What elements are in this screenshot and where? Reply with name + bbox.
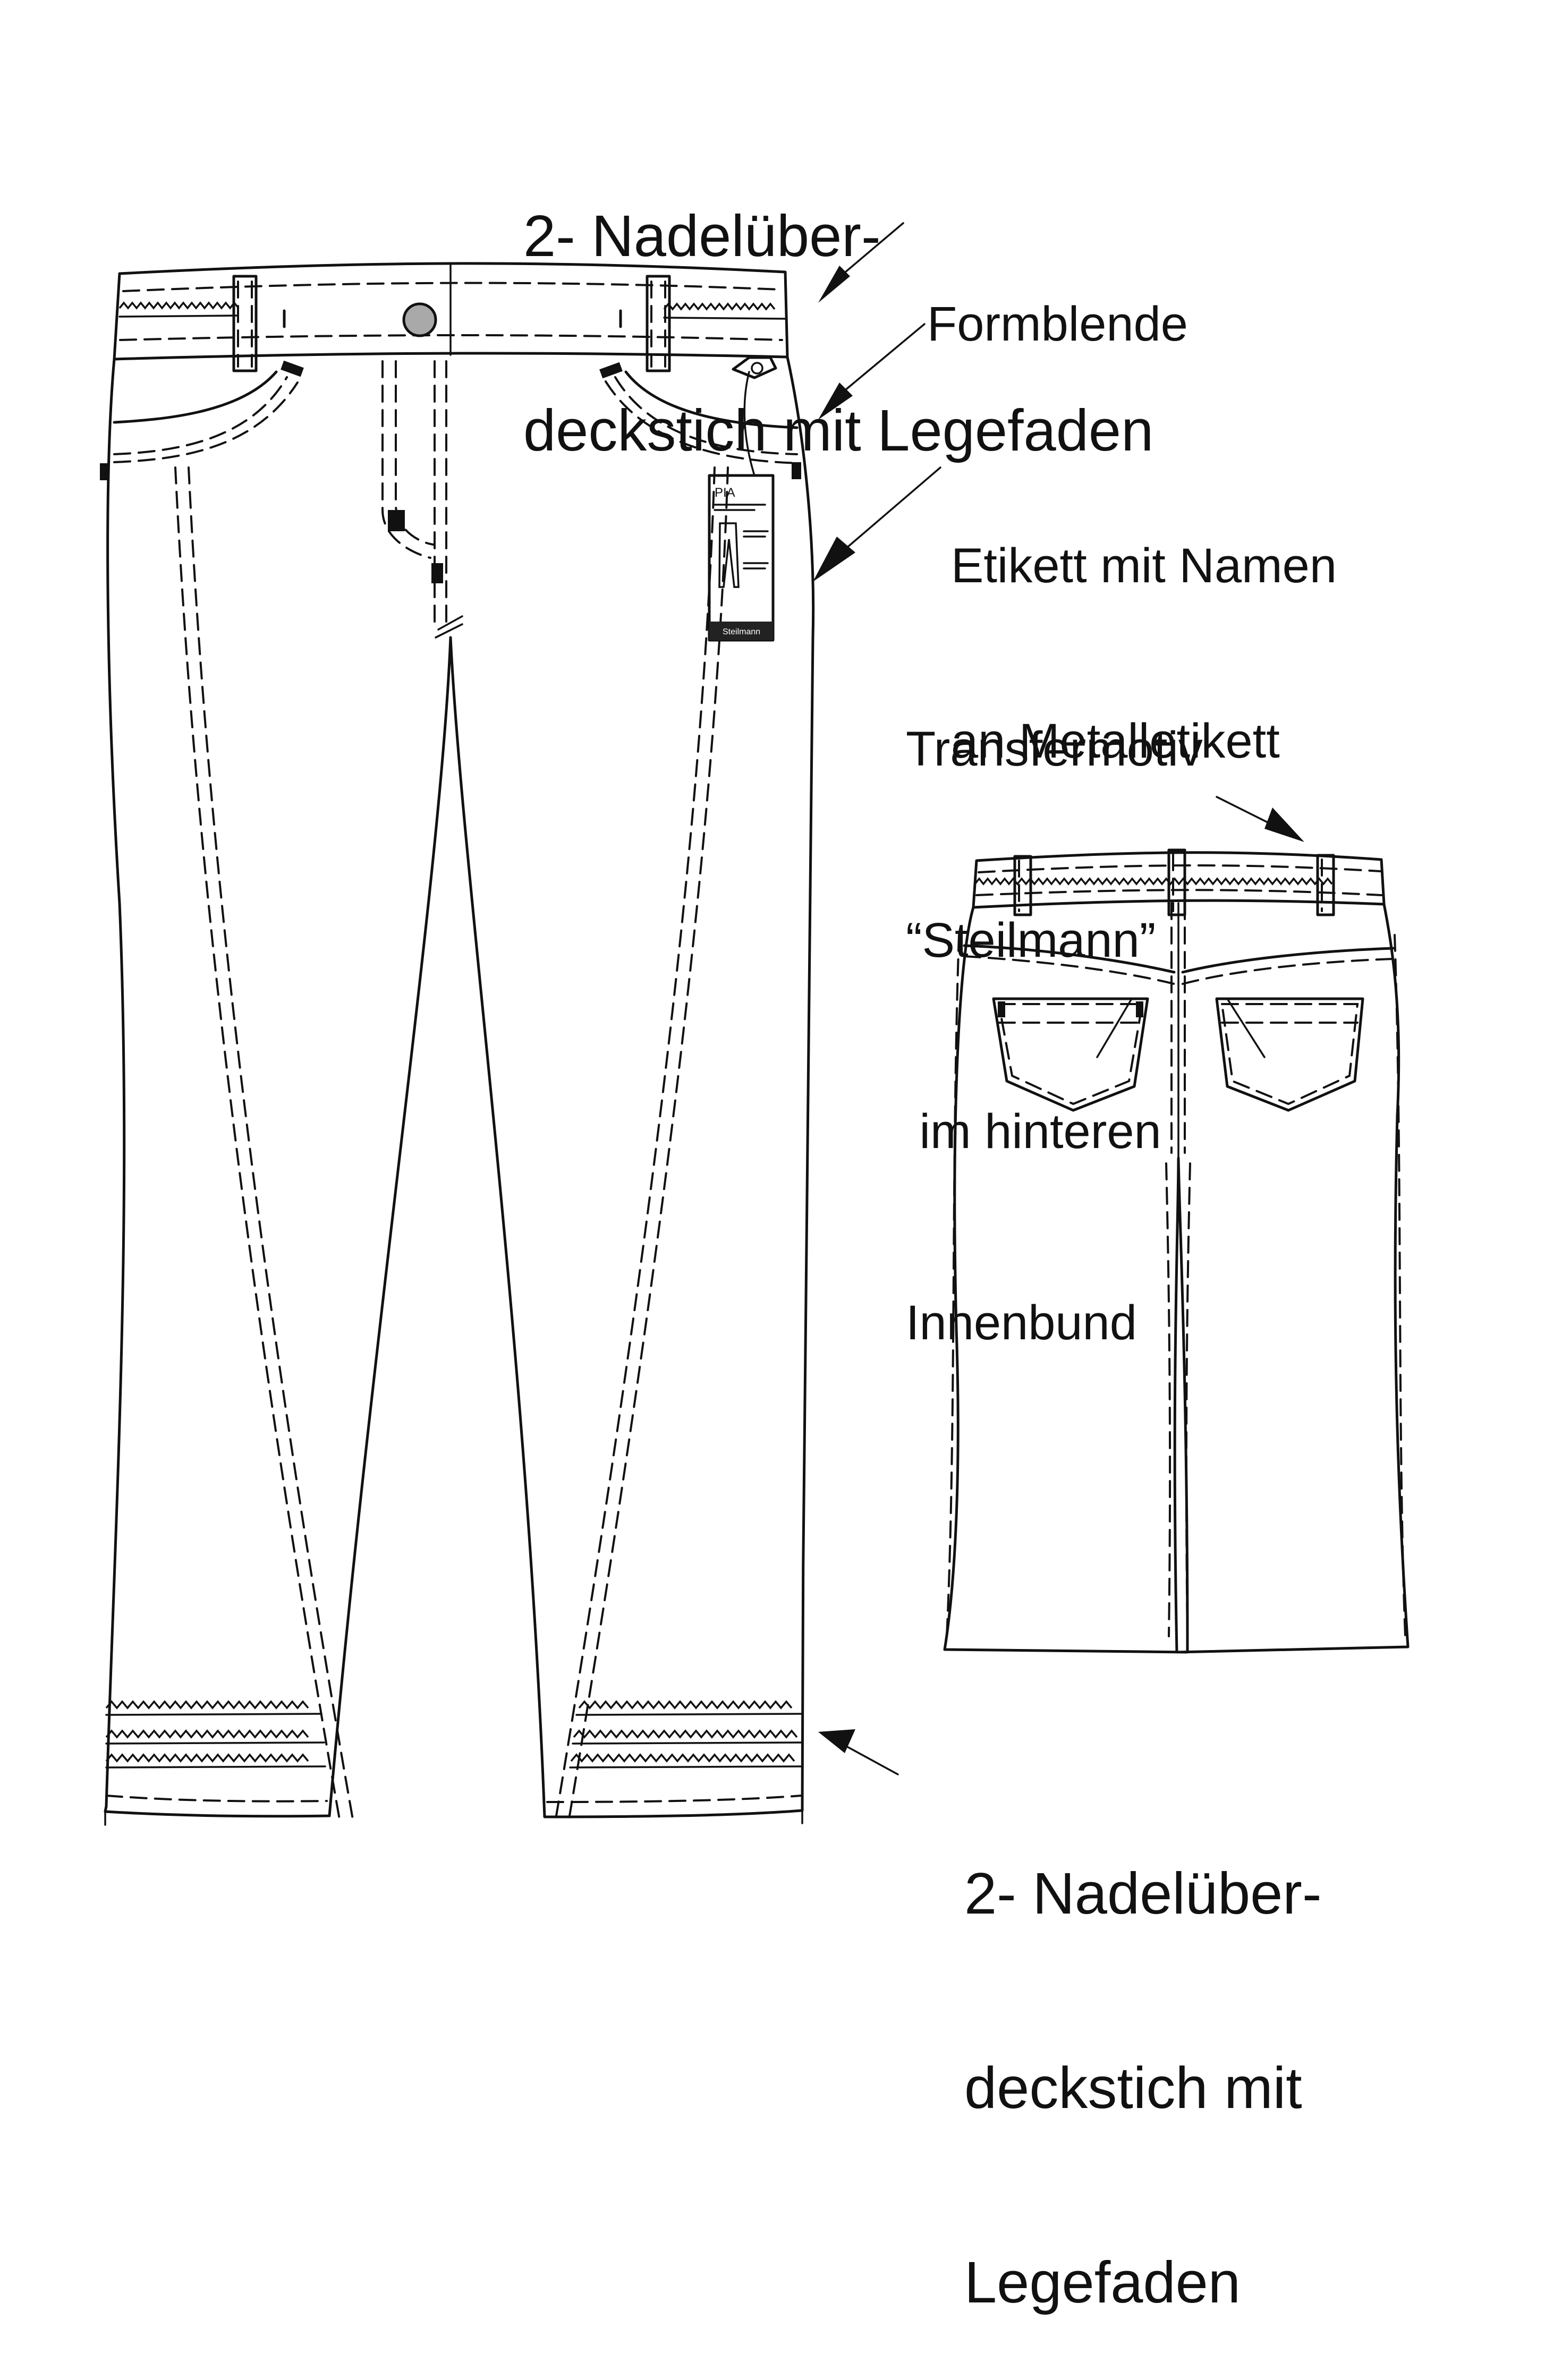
hang-tag-brand: Steilmann [723,627,760,636]
label-line: Etikett mit Namen [951,539,1337,593]
label-line: Innenbund [906,1296,1137,1350]
label-line: 2- Nadelüber- [523,203,881,269]
label-line: Transfermotiv [906,722,1203,776]
front-pocket-left [113,370,278,424]
label-transfermotiv: Transfermotiv “Steilmann” im hinteren In… [906,590,1203,1418]
label-line: deckstich mit Legefaden [523,398,1154,463]
waistband-button [402,302,437,337]
label-line: “Steilmann” [906,913,1156,967]
technical-flat-sketch: PIA Steilmann [100,222,1410,1826]
front-fly [381,360,431,559]
label-line: im hinteren [906,1104,1161,1159]
front-outer-silhouette [104,355,815,1818]
hem-topstitch-right [569,1700,803,1769]
back-pocket-right [1215,997,1364,1112]
label-formblende: Formblende [927,297,1188,351]
label-top-stitch: 2- Nadelüber- deckstich mit Legefaden [523,74,1153,528]
callout-arrows [813,222,1304,1775]
back-pocket-left [992,997,1149,1112]
label-line: 2- Nadelüber- [964,1861,1322,1926]
belt-loop [646,275,671,372]
belt-loop [232,275,258,372]
label-bottom-stitch: 2- Nadelüber- deckstich mit Legefaden [964,1732,1322,2380]
label-line: an Metalletikett [951,714,1280,768]
label-line: Legefaden [964,2250,1241,2315]
label-line: deckstich mit [964,2055,1302,2121]
hang-tag-name: PIA [715,486,735,500]
front-view-jeans: PIA Steilmann [100,262,815,1826]
front-pocket-right [624,370,799,429]
hem-topstitch-left [105,1700,326,1769]
back-view-jeans [943,848,1410,1654]
hang-tag: PIA Steilmann [708,356,777,642]
label-etikett: Etikett mit Namen an Metalletikett [951,420,1337,829]
